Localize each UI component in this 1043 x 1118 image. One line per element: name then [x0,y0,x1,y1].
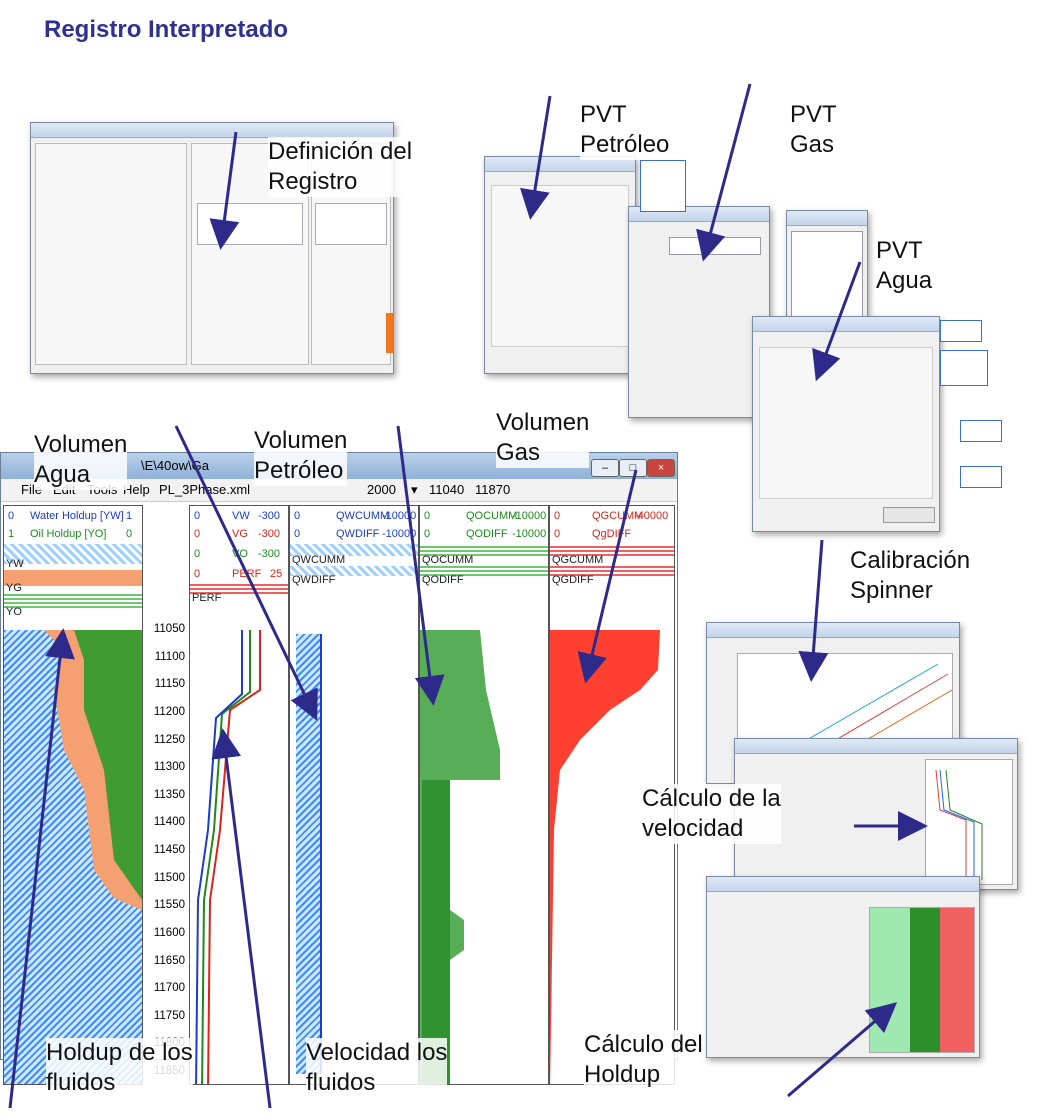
file-name: PL_3Phase.xml [159,482,251,497]
pvt-popup-2 [940,320,982,342]
depth-label: 11350 [153,788,185,801]
label-volumen-agua: Volumen Agua [34,430,128,490]
holdup-calculation-window [706,876,980,1058]
label-holdup-fluidos: Holdup de los fluidos [46,1038,193,1098]
depth-label: 11150 [154,678,185,691]
depth-label: 11200 [153,705,185,718]
pvt-popup-1 [640,160,686,212]
depth-label: 11550 [153,899,185,912]
pvt-gas-list-window [786,210,868,332]
oil-flow-track: 0 QOCUMM -10000 0 QODIFF -10000 QOCUMM Q… [419,505,549,1085]
depth-from[interactable]: 11040 [429,482,465,497]
depth-label: 11050 [153,623,185,635]
label-calculo-holdup: Cálculo del Holdup [584,1030,703,1090]
depth-label: 11100 [154,650,185,663]
holdup-fill [44,630,142,910]
holdup-track: 0 Water Holdup [YW] 1 1 Oil Holdup [YO] … [3,505,143,1085]
depth-to[interactable]: 11870 [475,482,511,497]
label-volumen-gas: Volumen Gas [496,408,590,468]
depth-label: 11450 [153,844,185,856]
depth-label: 11700 [153,982,185,995]
pvt-water-window [752,316,940,532]
pvt-popup-5 [960,466,1002,488]
label-definicion-registro: Definición del Registro [268,137,413,197]
depth-label: 11650 [153,954,185,967]
minimize-button[interactable]: – [591,459,619,477]
velocity-curves [935,769,983,880]
depth-label: 11600 [153,926,185,939]
pvt-popup-3 [940,350,988,386]
velocity-curves-main [195,630,261,1084]
label-pvt-gas: PVT Gas [790,100,837,160]
depth-label: 11300 [153,761,185,774]
depth-label: 11750 [153,1009,185,1022]
depth-select[interactable]: 2000 [367,482,396,497]
label-pvt-agua: PVT Agua [876,236,933,296]
label-pvt-petroleo: PVT Petróleo [580,100,670,160]
label-volumen-petroleo: Volumen Petróleo [254,426,348,486]
label-velocidad-fluidos: Velocidad los fluidos [306,1038,448,1098]
close-button[interactable]: × [647,459,675,477]
depth-label: 11500 [153,871,185,884]
depth-label: 11250 [153,733,185,746]
log-menubar: File Edit Tools Help PL_3Phase.xml 2000 … [1,479,677,502]
pvt-popup-4 [960,420,1002,442]
pvt-oil-window [484,156,636,374]
menu-help[interactable]: Help [123,482,150,497]
label-calibracion-spinner: Calibración Spinner [850,546,971,606]
gas-flow-fill [550,630,660,1084]
velocity-track: 0 VW -300 0 VG -300 0 VO -300 0 PERF 25 … [189,505,289,1085]
oil-flow-fill [420,630,500,1084]
page-title: Registro Interpretado [44,16,289,43]
depth-from-arrow[interactable]: ▾ [411,482,418,497]
depth-label: 11400 [153,816,185,829]
label-calculo-velocidad: Cálculo de la velocidad [642,784,781,844]
velocity-calculation-window [734,738,1018,890]
